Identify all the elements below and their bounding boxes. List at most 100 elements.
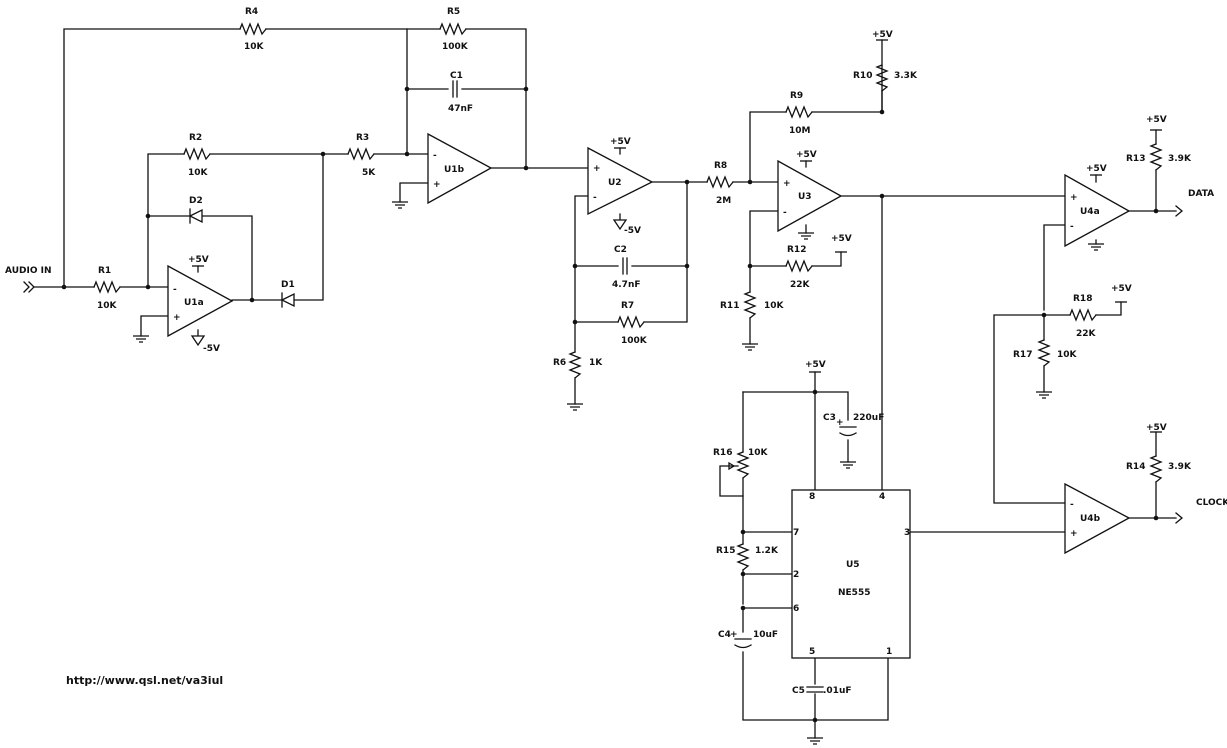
opamp-u4b — [1064, 482, 1131, 555]
timer-labels: U5 NE555 8 4 7 2 6 3 5 1 — [793, 492, 910, 657]
svg-text:-5V: -5V — [624, 226, 641, 236]
resistor-r15 — [736, 543, 750, 571]
svg-text:10K: 10K — [1057, 350, 1078, 360]
audio-in-arrow-icon — [23, 281, 35, 293]
svg-text:220uF: 220uF — [853, 413, 884, 423]
svg-text:R10: R10 — [853, 71, 872, 81]
svg-text:C2: C2 — [614, 245, 627, 255]
svg-text:R17: R17 — [1013, 350, 1032, 360]
resistor-r18 — [1069, 308, 1097, 322]
resistor-r14 — [1149, 455, 1163, 483]
svg-text:D2: D2 — [189, 196, 203, 206]
svg-text:NE555: NE555 — [838, 588, 870, 598]
svg-text:R11: R11 — [720, 301, 739, 311]
svg-text:+5V: +5V — [1111, 284, 1132, 294]
opamp-labels: U1a U1b U2 U3 U4a U4b — [184, 165, 1101, 524]
capacitor-c2 — [622, 257, 628, 275]
diode-d2 — [188, 208, 203, 224]
svg-text:2M: 2M — [716, 196, 731, 206]
svg-text:-: - — [173, 285, 177, 295]
svg-text:-: - — [1070, 500, 1074, 510]
svg-text:R1: R1 — [98, 266, 111, 276]
svg-text:R3: R3 — [356, 133, 369, 143]
data-out-arrow-icon — [1175, 205, 1184, 217]
svg-text:10K: 10K — [188, 168, 209, 178]
svg-text:+: + — [173, 313, 181, 323]
svg-text:U1a: U1a — [184, 298, 204, 308]
resistor-r16 — [736, 451, 750, 479]
svg-text:+5V: +5V — [1146, 115, 1167, 125]
svg-text:D1: D1 — [281, 280, 295, 290]
capacitors: + + — [452, 80, 857, 693]
svg-text:U5: U5 — [846, 560, 860, 570]
resistor-r8 — [706, 175, 734, 189]
svg-text:C4: C4 — [718, 630, 731, 640]
svg-text:R6: R6 — [553, 358, 566, 368]
svg-text:100K: 100K — [621, 336, 648, 346]
svg-text:22K: 22K — [1076, 329, 1097, 339]
svg-text:-: - — [433, 151, 437, 161]
potentiometer-wiper-arrow — [728, 461, 736, 471]
diode-d1 — [280, 292, 295, 308]
capacitor-c3 — [839, 426, 857, 437]
negative-supply-symbols — [190, 219, 628, 347]
svg-text:+: + — [1070, 529, 1078, 539]
svg-text:2: 2 — [793, 570, 799, 580]
svg-text:R15: R15 — [716, 546, 735, 556]
svg-text:+5V: +5V — [188, 255, 209, 265]
svg-text:+: + — [730, 630, 738, 640]
supply-labels: +5V -5V +5V -5V +5V +5V +5V +5V +5V +5V … — [188, 30, 1167, 433]
svg-text:+: + — [593, 164, 601, 174]
opamp-u4a — [1064, 173, 1131, 248]
svg-text:+5V: +5V — [796, 150, 817, 160]
svg-text:10K: 10K — [97, 301, 118, 311]
data-output-label: DATA — [1188, 189, 1214, 199]
resistor-r9 — [785, 105, 813, 119]
svg-text:+5V: +5V — [1146, 423, 1167, 433]
svg-text:+5V: +5V — [831, 234, 852, 244]
svg-text:R8: R8 — [714, 161, 727, 171]
opamps — [167, 132, 1131, 555]
resistor-r11 — [743, 291, 757, 319]
svg-text:R9: R9 — [790, 91, 803, 101]
svg-text:10K: 10K — [764, 301, 785, 311]
svg-text:3.9K: 3.9K — [1168, 462, 1192, 472]
svg-text:+5V: +5V — [1086, 164, 1107, 174]
svg-text:-: - — [593, 193, 597, 203]
resistors — [93, 22, 1163, 571]
svg-text:R16: R16 — [713, 448, 732, 458]
svg-text:4: 4 — [879, 492, 885, 502]
positive-rail-symbols — [191, 39, 1163, 433]
svg-text:6: 6 — [793, 604, 799, 614]
resistor-r13 — [1149, 143, 1163, 171]
svg-text:+: + — [1070, 193, 1078, 203]
svg-text:100K: 100K — [442, 42, 469, 52]
svg-text:U4a: U4a — [1080, 207, 1100, 217]
svg-text:+: + — [836, 418, 844, 428]
capacitor-c4 — [734, 638, 752, 649]
svg-text:+5V: +5V — [610, 137, 631, 147]
resistor-r10 — [875, 64, 889, 92]
opamp-pin-signs: - + - + + - + - + - - + — [173, 151, 1078, 539]
svg-text:22K: 22K — [790, 280, 811, 290]
svg-text:5: 5 — [809, 647, 815, 657]
svg-text:R18: R18 — [1073, 294, 1092, 304]
svg-text:+5V: +5V — [805, 360, 826, 370]
opamp-u1a — [167, 264, 234, 338]
svg-text:+: + — [783, 179, 791, 189]
svg-text:47nF: 47nF — [448, 104, 473, 114]
svg-text:R4: R4 — [245, 7, 258, 17]
clock-out-arrow-icon — [1175, 512, 1184, 524]
svg-text:R5: R5 — [447, 7, 460, 17]
opamp-u3 — [777, 159, 843, 233]
svg-text:-: - — [783, 208, 787, 218]
diodes — [188, 208, 295, 308]
svg-text:1: 1 — [886, 647, 892, 657]
svg-text:C5: C5 — [792, 686, 805, 696]
svg-text:U3: U3 — [798, 192, 812, 202]
svg-text:1K: 1K — [589, 358, 603, 368]
svg-text:10M: 10M — [789, 126, 811, 136]
capacitor-c5 — [806, 686, 824, 693]
resistor-r12 — [785, 259, 813, 273]
